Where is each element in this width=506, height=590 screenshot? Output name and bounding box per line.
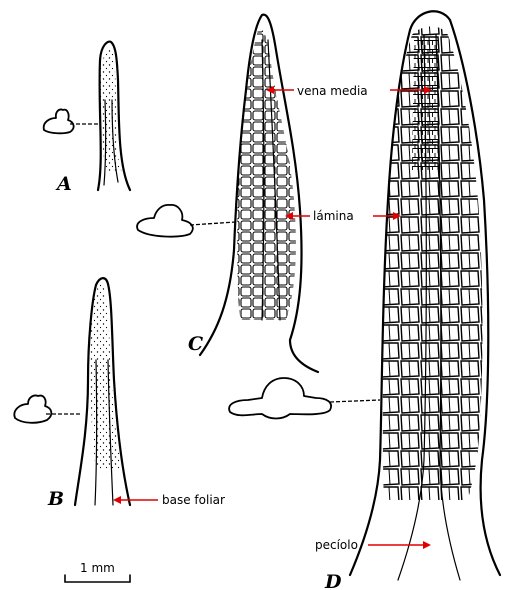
label-base-foliar: base foliar	[162, 493, 225, 507]
annotation-peciolo: pecíolo	[315, 538, 431, 552]
label-lamina: lámina	[313, 209, 354, 223]
panel-label-d: D	[324, 571, 342, 590]
scale-bar-label: 1 mm	[80, 561, 115, 575]
label-vena-media: vena media	[297, 84, 368, 98]
scale-bar: 1 mm	[65, 561, 130, 582]
leaf-c: C	[137, 15, 318, 372]
leaf-b: B	[14, 278, 130, 510]
annotation-lamina: lámina	[285, 209, 401, 223]
panel-label-a: A	[55, 173, 72, 195]
panel-label-b: B	[47, 488, 64, 510]
label-peciolo: pecíolo	[315, 538, 358, 552]
panel-label-c: C	[188, 333, 203, 355]
leaf-a: A	[44, 42, 130, 195]
